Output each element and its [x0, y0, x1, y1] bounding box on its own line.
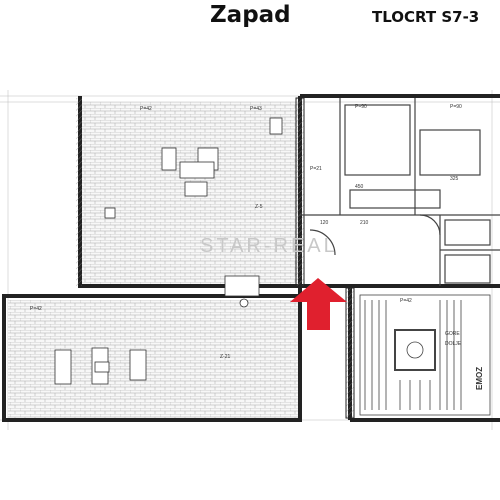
plan-label: Z-5 [255, 204, 263, 210]
watermark-text: STAR-REAL [200, 235, 338, 257]
staircase [359, 294, 491, 416]
terrace-furniture [54, 117, 283, 385]
entrance-arrow [290, 278, 347, 330]
floor-plan-code: TLOCRT S7-3 [372, 8, 480, 26]
wall-segment [295, 97, 305, 287]
plan-label: DOLJE [445, 341, 462, 347]
plan-label: 450 [355, 184, 364, 190]
plan-label: P=90 [450, 104, 462, 110]
plan-label: P=42 [400, 298, 412, 304]
plan-label: GORE [445, 331, 460, 337]
plan-labels: P=42 P=43 P=90 P=90 P=21 P=42 325 450 12… [30, 104, 484, 390]
plan-label: P=42 [30, 306, 42, 312]
plan-label: P=90 [355, 104, 367, 110]
wall-segment [76, 98, 82, 286]
plan-label: P=21 [310, 166, 322, 172]
page-title: Zapad [210, 2, 291, 28]
plan-label: Z-21 [220, 354, 231, 360]
lower-terrace [8, 300, 302, 418]
plan-label: EMOZ [475, 367, 484, 390]
plan-label: P=42 [140, 106, 152, 112]
plan-label: 120 [320, 220, 329, 226]
plan-label: 210 [360, 220, 369, 226]
plan-label: 325 [450, 176, 459, 182]
wall-segment [345, 287, 355, 419]
plan-label: P=43 [250, 106, 262, 112]
interior-rooms [300, 98, 500, 286]
floor-plan: P=42 P=43 P=90 P=90 P=21 P=42 325 450 12… [0, 90, 500, 430]
